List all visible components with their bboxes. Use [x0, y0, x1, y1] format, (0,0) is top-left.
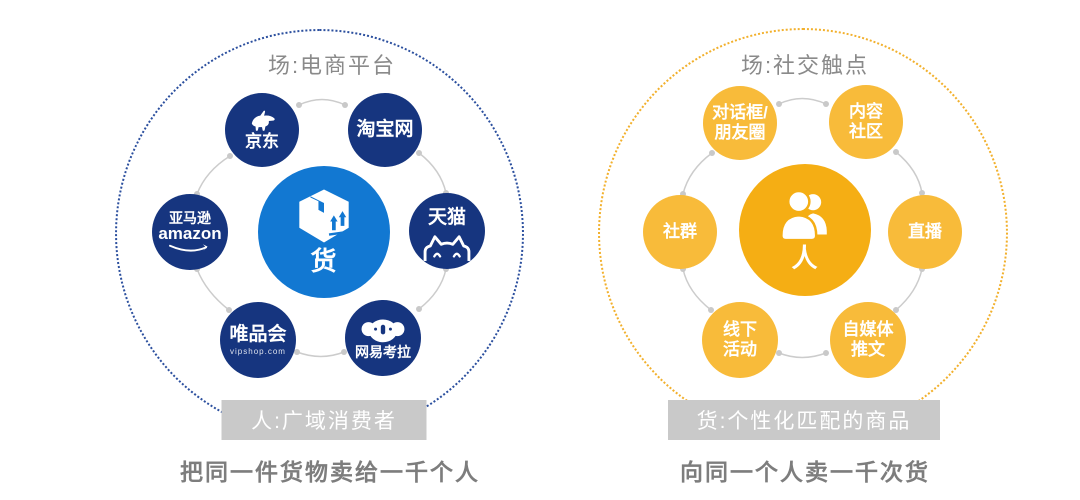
node-offline-line1: 线下	[723, 320, 757, 340]
node-amazon: 亚马逊 amazon	[152, 194, 228, 270]
node-taobao-label: 淘宝网	[356, 119, 414, 141]
node-content-line1: 内容	[849, 102, 883, 122]
ecommerce-caption: 把同一件货物卖给一千个人	[180, 459, 480, 485]
node-taobao: 淘宝网	[348, 93, 422, 167]
node-kaola-label: 网易考拉	[355, 343, 411, 360]
package-box-icon	[299, 189, 349, 243]
person-center-node: 人	[739, 164, 871, 296]
node-selfmedia-line1: 自媒体	[842, 320, 894, 340]
node-content-line2: 社区	[849, 122, 883, 141]
tmall-cat-icon	[423, 235, 471, 261]
node-vipshop-label: 唯品会	[229, 323, 287, 345]
jd-mascot-icon	[251, 110, 275, 132]
node-offline-line2: 活动	[723, 340, 757, 359]
koala-icon	[361, 319, 405, 343]
goods-center-label: 货	[310, 246, 338, 277]
node-kaola: 网易考拉	[345, 300, 421, 376]
ecommerce-bottom-banner: 人:广域消费者	[221, 400, 427, 440]
node-tmall: 天猫	[409, 193, 485, 269]
node-chat-moments: 对话框/ 朋友圈	[703, 86, 777, 160]
amazon-smile-icon	[169, 244, 208, 252]
node-jd: 京东	[225, 93, 299, 167]
social-caption: 向同一个人卖一千次货	[680, 459, 930, 485]
node-livestream: 直播	[888, 195, 962, 269]
social-title: 场:社交触点	[740, 53, 870, 78]
node-amazon-en-label: amazon	[158, 224, 222, 244]
node-amazon-cn-label: 亚马逊	[169, 210, 211, 227]
social-bottom-banner: 货:个性化匹配的商品	[668, 400, 940, 440]
node-selfmedia-line2: 推文	[851, 340, 885, 359]
node-vipshop: 唯品会 vipshop.com	[220, 302, 296, 378]
node-community: 社群	[643, 195, 717, 269]
ecommerce-title: 场:电商平台	[267, 53, 397, 78]
node-jd-label: 京东	[245, 132, 279, 152]
people-icon	[780, 189, 827, 242]
node-selfmedia-posts: 自媒体 推文	[830, 302, 906, 378]
node-livestream-label: 直播	[908, 222, 942, 242]
node-offline-events: 线下 活动	[702, 302, 778, 378]
person-center-label: 人	[791, 243, 819, 274]
goods-center-node: 货	[258, 166, 390, 298]
node-chat-line2: 朋友圈	[714, 123, 766, 142]
node-content-community: 内容 社区	[829, 85, 903, 159]
node-chat-line1: 对话框/	[712, 103, 768, 123]
node-community-label: 社群	[663, 222, 697, 242]
node-tmall-label: 天猫	[427, 207, 466, 229]
node-vipshop-url: vipshop.com	[230, 346, 286, 356]
